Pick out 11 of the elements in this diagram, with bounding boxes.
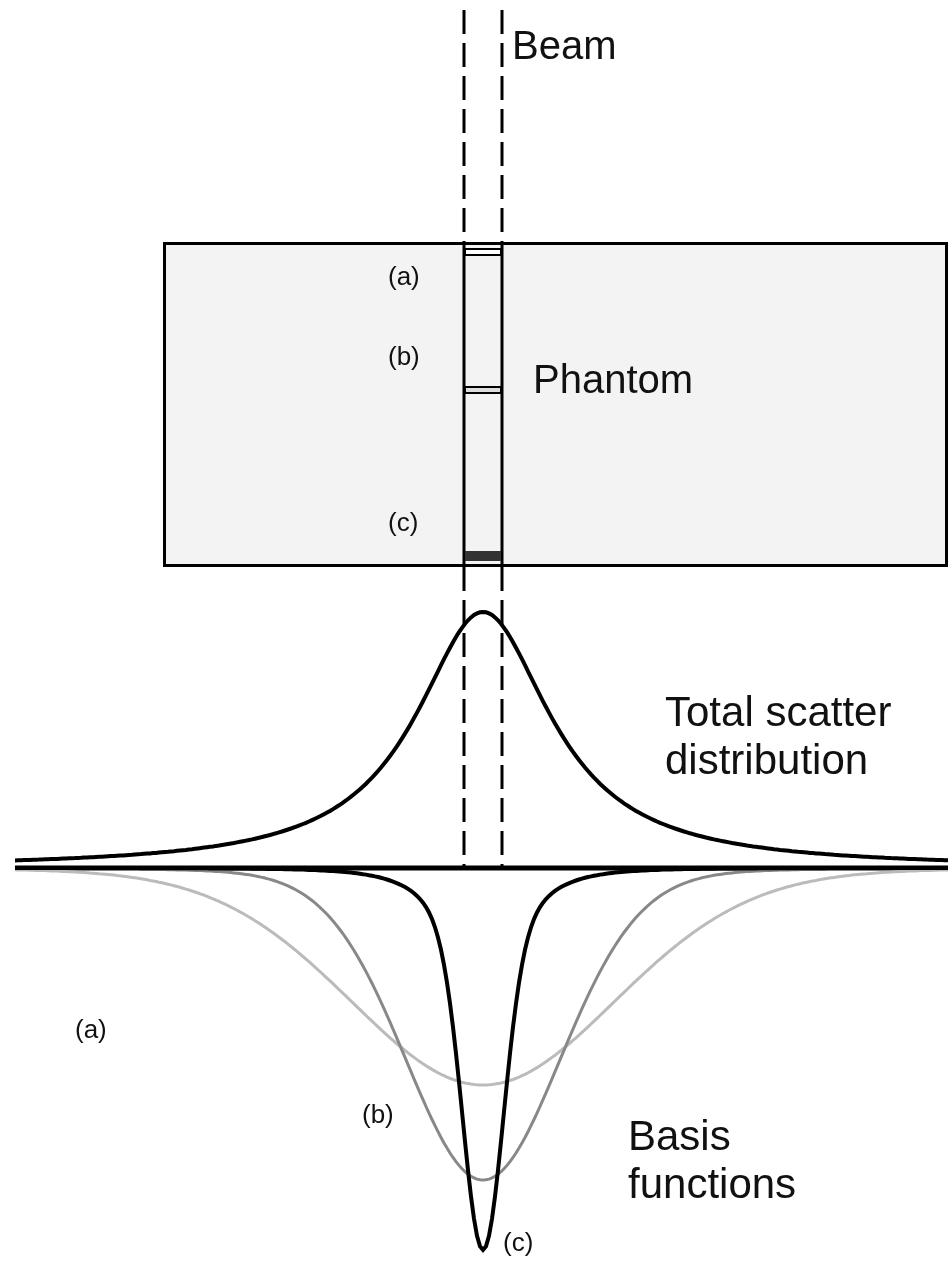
text-label: Total scatter distribution <box>665 688 893 785</box>
text-label: Basis functions <box>628 1112 798 1209</box>
phantom-box <box>163 242 948 567</box>
text-label: (c) <box>503 1228 534 1258</box>
text-label: (a) <box>75 1015 107 1045</box>
text-label: (b) <box>388 342 420 372</box>
text-label: (a) <box>388 262 420 292</box>
box-label: Phantom <box>533 357 694 402</box>
text-label: Beam <box>512 22 617 68</box>
text-label: (c) <box>388 508 419 538</box>
text-label: (b) <box>362 1100 394 1130</box>
